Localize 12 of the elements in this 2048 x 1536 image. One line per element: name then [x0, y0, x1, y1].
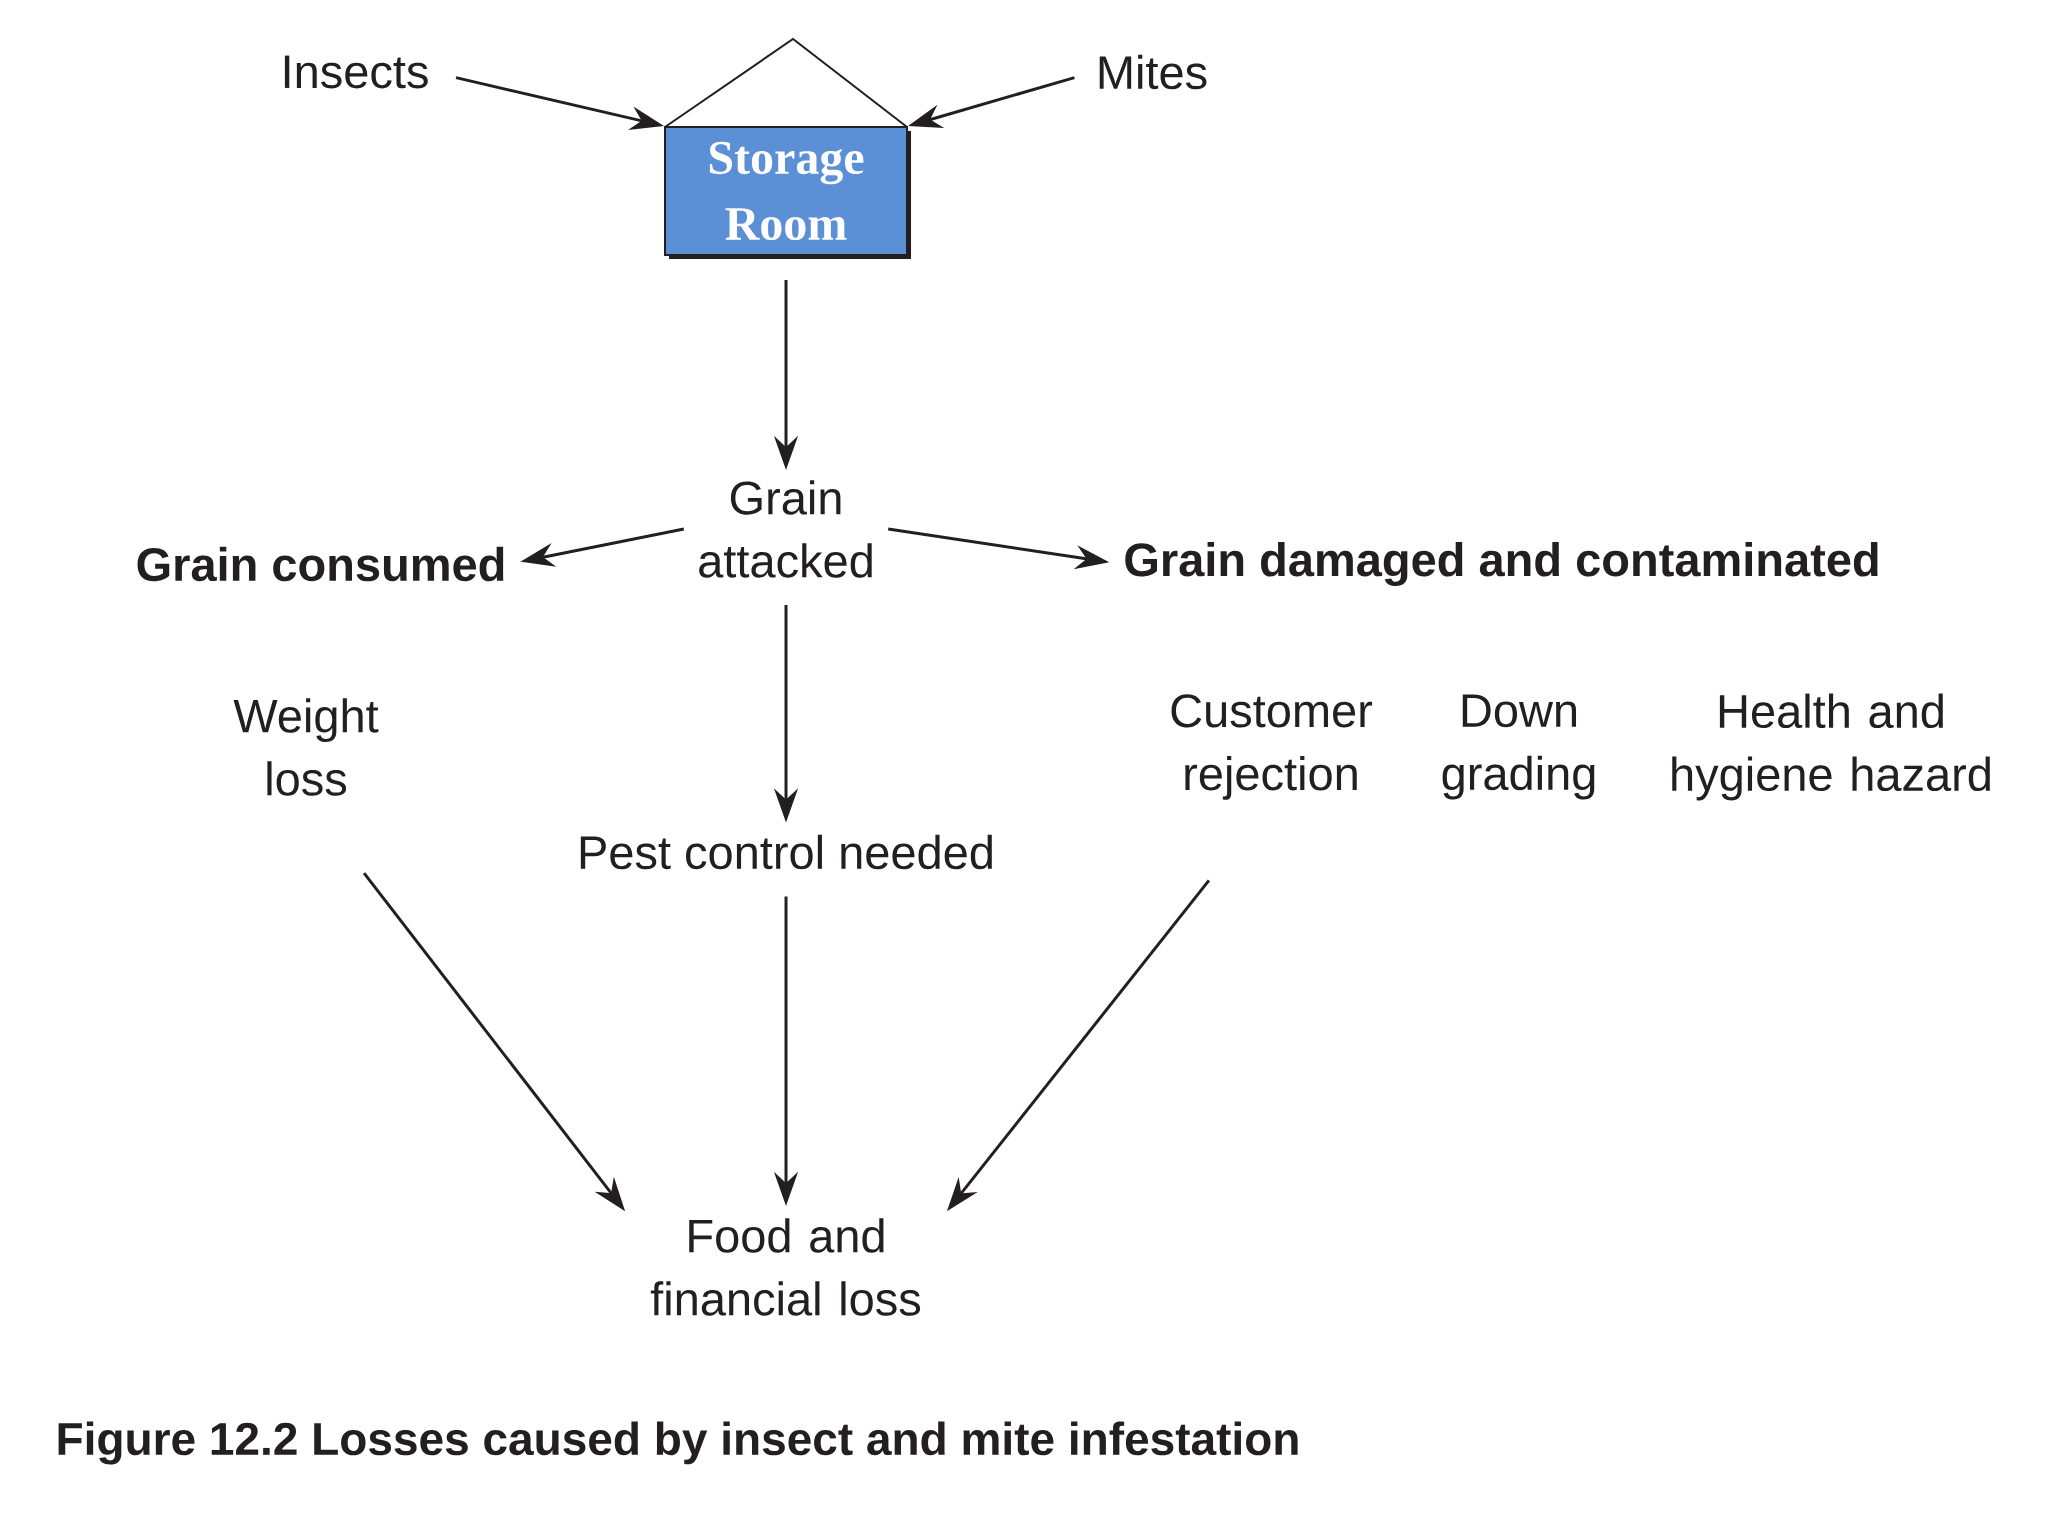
node-text: Food and financial loss [650, 1218, 921, 1316]
node-text: Down grading [1442, 694, 1595, 800]
heading-text: Grain damaged and contaminated [1125, 542, 1878, 586]
node-text: Mites [1099, 54, 1207, 90]
node-text: Customer rejection [1171, 694, 1373, 800]
heading-text: Grain consumed [137, 546, 504, 582]
node-text: Health and hygiene hazard [1672, 693, 1990, 801]
figure-caption: Figure 12.2 Losses caused by insect and mite infestation [58, 1421, 1298, 1465]
node-text: Weight loss [233, 698, 379, 796]
node-text: Pest control needed [580, 834, 992, 870]
node-text: Insects [284, 55, 428, 89]
node-text: Grain attacked [699, 480, 872, 578]
